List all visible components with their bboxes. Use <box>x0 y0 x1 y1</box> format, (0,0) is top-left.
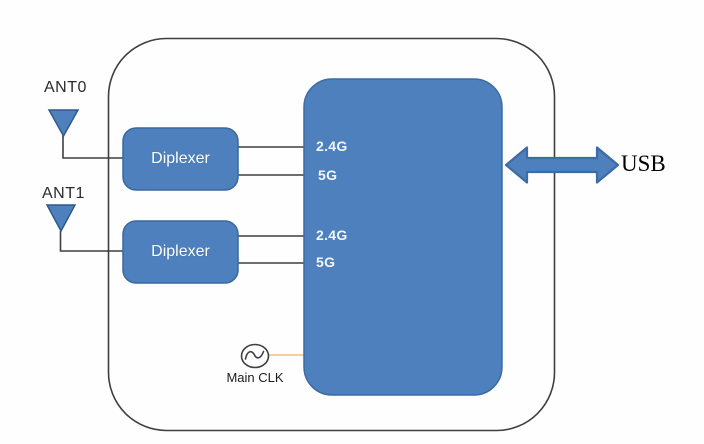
diplexer1-label: Diplexer <box>151 150 210 167</box>
chip-port-5g-b-label: 5G <box>316 254 336 270</box>
main-clk-label: Main CLK <box>226 370 284 385</box>
ant1-wire <box>59 231 123 252</box>
ant0-wire <box>62 135 123 159</box>
chip-port-2g4-b-label: 2.4G <box>316 227 348 243</box>
ant0-label: ANT0 <box>44 79 87 96</box>
usb-label: USB <box>621 151 666 176</box>
diplexer2-label: Diplexer <box>151 243 210 260</box>
ant1-label: ANT1 <box>42 185 85 202</box>
chip-port-2g4-a-label: 2.4G <box>316 138 348 154</box>
antenna-icon <box>45 204 77 233</box>
module-boundary <box>107 37 556 432</box>
oscillator-icon <box>240 343 270 369</box>
main-chip-block <box>303 78 503 396</box>
chip-port-5g-a-label: 5G <box>318 167 338 183</box>
diplexer1-block <box>122 127 239 191</box>
antenna-icon <box>47 109 80 138</box>
usb-double-arrow-icon <box>504 146 620 184</box>
diplexer2-block <box>122 220 239 284</box>
